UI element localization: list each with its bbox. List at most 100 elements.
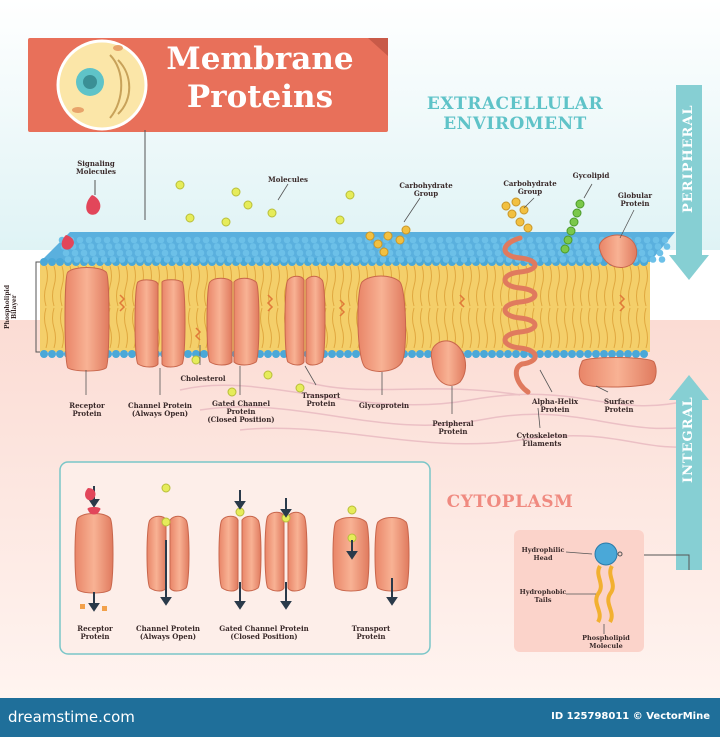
label-line: (Closed Position) bbox=[230, 632, 298, 641]
channel-protein-left bbox=[134, 279, 159, 368]
phospholipid-inset bbox=[514, 530, 644, 652]
label-gycolipid: Gycolipid bbox=[572, 171, 610, 180]
label-line: Transport bbox=[301, 391, 341, 400]
label-line: Gated Channel Protein bbox=[219, 624, 309, 633]
glycoprotein bbox=[357, 275, 407, 372]
gycolipid bbox=[560, 199, 585, 254]
label-line: Group bbox=[413, 189, 439, 198]
label-transport-protein: Transport Protein bbox=[296, 392, 346, 408]
cytoskeleton-filaments bbox=[179, 379, 701, 448]
label-line: Protein bbox=[306, 399, 336, 408]
title-line-1: Membrane bbox=[166, 41, 354, 77]
inset-label-channel-protein: Channel Protein (Always Open) bbox=[136, 625, 200, 641]
label-carbohydrate-group-1: Carbohydrate Group bbox=[396, 182, 456, 198]
label-carbohydrate-group-2: Carbohydrate Group bbox=[500, 180, 560, 196]
label-line: Receptor bbox=[77, 624, 113, 633]
label-line: Protein bbox=[620, 199, 650, 208]
label-line: Receptor bbox=[69, 401, 105, 410]
label-gated-channel-protein: Gated Channel Protein (Closed Position) bbox=[206, 400, 276, 424]
carbohydrate-groups bbox=[365, 197, 533, 257]
label-line: (Always Open) bbox=[139, 632, 197, 641]
label-line: Phospholipid bbox=[582, 634, 630, 642]
label-line: Head bbox=[533, 554, 553, 562]
signaling-molecules bbox=[61, 180, 101, 250]
cholesterol-markers bbox=[118, 294, 626, 341]
label-line: Cytoskeleton bbox=[516, 431, 568, 440]
transport-protein-left bbox=[284, 275, 305, 366]
cytoplasm-label: CYTOPLASM bbox=[446, 492, 574, 512]
label-line: Phospholipid bbox=[4, 284, 11, 330]
label-hydrophilic-head: Hydrophilic Head bbox=[518, 546, 568, 562]
label-line: Group bbox=[517, 187, 543, 196]
peripheral-arrow bbox=[669, 85, 709, 280]
extracellular-line-2: ENVIROMENT bbox=[443, 114, 587, 134]
gated-channel-right bbox=[233, 277, 260, 366]
label-glycoprotein: Glycoprotein bbox=[358, 401, 410, 410]
label-phospholipid-bilayer: Phospholipid Bilayer bbox=[4, 282, 18, 332]
integral-label: INTEGRAL bbox=[681, 396, 696, 483]
label-line: Hydrophilic bbox=[521, 546, 565, 554]
label-phospholipid-molecule: Phospholipid Molecule bbox=[578, 634, 634, 650]
label-line: Tails bbox=[534, 596, 552, 604]
peripheral-protein bbox=[430, 340, 467, 386]
inset-label-gated-channel-protein: Gated Channel Protein (Closed Position) bbox=[214, 625, 314, 641]
title-banner bbox=[28, 38, 388, 220]
footer-bar: dreamstime.com ID 125798011 © VectorMine bbox=[0, 698, 720, 737]
molecules bbox=[175, 180, 355, 397]
extracellular-line-1: EXTRACELLULAR bbox=[426, 94, 604, 114]
membrane-proteins bbox=[64, 234, 657, 388]
label-line: Gated Channel bbox=[211, 399, 271, 408]
label-hydrophobic-tails: Hydrophobic Tails bbox=[518, 588, 568, 604]
inset-arrows bbox=[88, 486, 398, 612]
label-molecules: Molecules bbox=[268, 175, 308, 184]
label-line: (Closed Position) bbox=[207, 415, 275, 424]
label-line: Globular bbox=[617, 191, 653, 200]
bilayer-bracket bbox=[35, 261, 40, 353]
label-alpha-helix-protein: Alpha-Helix Protein bbox=[528, 398, 582, 414]
gated-channel-left bbox=[206, 277, 233, 366]
label-cytoskeleton-filaments: Cytoskeleton Filaments bbox=[512, 432, 572, 448]
label-line: Signaling bbox=[77, 159, 115, 168]
footer-brand[interactable]: dreamstime.com bbox=[8, 708, 135, 726]
label-line: Channel Protein bbox=[128, 401, 192, 410]
label-channel-protein: Channel Protein (Always Open) bbox=[128, 402, 192, 418]
label-line: Peripheral bbox=[432, 419, 474, 428]
inset-markers bbox=[161, 483, 357, 543]
page-title: Membrane Proteins bbox=[150, 40, 370, 116]
label-peripheral-protein: Peripheral Protein bbox=[426, 420, 480, 436]
receptor-protein bbox=[64, 267, 110, 372]
leader-lines bbox=[85, 183, 635, 429]
label-line: Protein bbox=[72, 409, 102, 418]
label-line: Carbohydrate bbox=[399, 181, 453, 190]
label-line: (Always Open) bbox=[131, 409, 189, 418]
inset-signal bbox=[80, 488, 107, 611]
inset-proteins bbox=[74, 511, 410, 594]
title-line-2: Proteins bbox=[186, 79, 334, 115]
label-cholesterol: Cholesterol bbox=[180, 374, 226, 383]
integral-arrow bbox=[640, 375, 709, 570]
footer-id: ID 125798011 © VectorMine bbox=[551, 711, 710, 722]
alpha-helix-protein bbox=[502, 235, 538, 395]
channel-protein-right bbox=[161, 279, 186, 368]
label-surface-protein: Surface Protein bbox=[594, 398, 644, 414]
phospholipid-bilayer bbox=[40, 232, 675, 358]
label-line: Filaments bbox=[522, 439, 562, 448]
label-globular-protein: Globular Protein bbox=[610, 192, 660, 208]
label-line: Carbohydrate bbox=[503, 179, 557, 188]
label-line: Hydrophobic bbox=[519, 588, 567, 596]
label-line: Molecules bbox=[76, 167, 116, 176]
label-receptor-protein: Receptor Protein bbox=[60, 402, 114, 418]
label-line: Protein bbox=[226, 407, 256, 416]
surface-protein bbox=[578, 357, 657, 388]
label-line: Bilayer bbox=[11, 295, 18, 319]
inset-label-receptor-protein: Receptor Protein bbox=[68, 625, 122, 641]
label-line: Protein bbox=[80, 632, 110, 641]
label-line: Transport bbox=[351, 624, 391, 633]
label-line: Protein bbox=[438, 427, 468, 436]
label-line: Surface bbox=[603, 397, 635, 406]
label-signaling-molecules: Signaling Molecules bbox=[66, 160, 126, 176]
globular-protein bbox=[598, 234, 638, 268]
label-line: Alpha-Helix bbox=[531, 397, 579, 406]
inset-label-transport-protein: Transport Protein bbox=[344, 625, 398, 641]
